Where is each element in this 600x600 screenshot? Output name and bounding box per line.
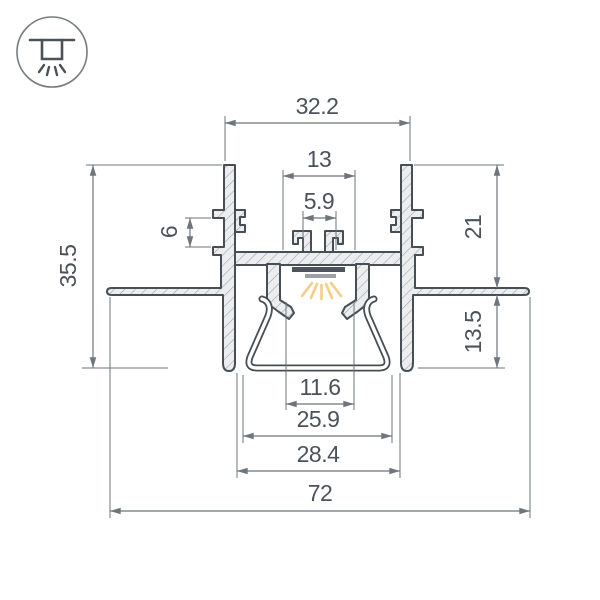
dim-label-overall-width: 72 — [308, 480, 333, 506]
dim-label-led-slot: 13 — [307, 146, 332, 172]
dim-label-overall-height: 35.5 — [55, 245, 81, 288]
dim-flange-span-top: 32.2 — [224, 93, 411, 127]
profile-body — [106, 164, 530, 372]
profile-inner-step-right — [390, 209, 402, 233]
icon-circle — [16, 16, 88, 88]
dim-label-led-window: 5.9 — [304, 188, 334, 214]
recessed-box-icon — [40, 38, 64, 61]
dim-label-diffuser-bottom: 25.9 — [297, 406, 340, 432]
led-pcb — [292, 267, 345, 272]
dim-label-housing-width: 28.4 — [297, 441, 340, 467]
dim-diffuser-neck: 11.6 — [285, 374, 355, 408]
profile-top-tab-right — [324, 230, 344, 253]
dimensions: 32.2 13 5.9 6 35.5 21 13.5 11.6 — [55, 93, 531, 515]
profile-right-wall — [400, 164, 530, 372]
dim-side-groove: 6 — [156, 217, 194, 248]
led-strip — [292, 267, 345, 301]
dim-label-side-groove: 6 — [156, 226, 182, 238]
dim-label-flange-span-top: 32.2 — [296, 93, 339, 119]
dim-led-window: 5.9 — [302, 188, 337, 222]
led-emitter — [305, 274, 336, 278]
extension-lines — [82, 116, 531, 518]
profile-left-wall — [106, 164, 236, 372]
diffuser-inner-line — [247, 297, 389, 370]
dim-label-diffuser-neck: 11.6 — [299, 374, 340, 400]
dim-led-slot: 13 — [282, 146, 356, 180]
profile-top-plate — [234, 251, 402, 266]
dim-height-above-flange: 21 — [460, 164, 501, 289]
dim-diffuser-bottom: 25.9 — [242, 406, 393, 440]
dim-label-height-below-flange: 13.5 — [460, 311, 486, 354]
dim-label-height-above-flange: 21 — [460, 215, 486, 240]
profile-inner-step-left — [234, 209, 246, 233]
diffuser — [245, 295, 391, 372]
light-rays-icon — [37, 63, 67, 77]
light-rays — [300, 281, 343, 301]
dim-housing-width: 28.4 — [236, 441, 401, 475]
profile-top-tab-left — [292, 230, 312, 253]
dim-overall-height: 35.5 — [55, 164, 97, 369]
dim-overall-width: 72 — [109, 480, 531, 515]
mount-type-icon — [16, 16, 88, 88]
dim-height-below-flange: 13.5 — [460, 294, 501, 369]
